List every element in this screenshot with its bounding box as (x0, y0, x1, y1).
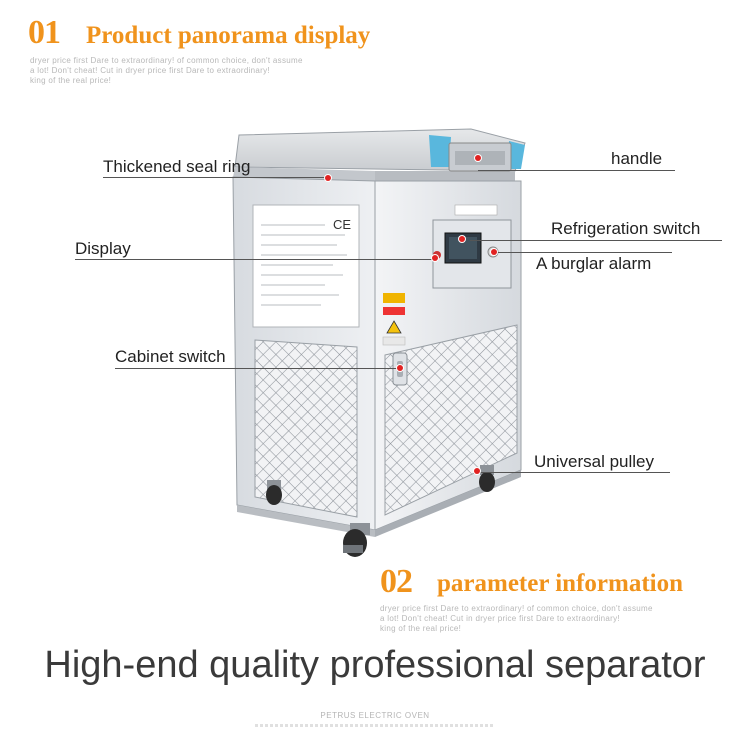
footer-divider (255, 724, 495, 727)
section-title: parameter information (437, 570, 684, 597)
callout-refrigeration-switch: Refrigeration switch (551, 219, 701, 238)
callout-dot (474, 468, 480, 474)
section-number: 01 (28, 14, 61, 51)
blurb-line: dryer price first Dare to extraordinary!… (30, 56, 303, 65)
section-title: Product panorama display (86, 22, 371, 49)
blurb-line: king of the real price! (380, 624, 462, 633)
callout-line (478, 170, 675, 171)
section-number: 02 (380, 563, 413, 600)
callout-universal-pulley: Universal pulley (534, 452, 654, 471)
caster-wheel-icon (266, 480, 282, 505)
callout-line (497, 252, 672, 253)
callout-handle: handle (611, 149, 663, 168)
callout-dot (491, 249, 497, 255)
warning-label-icon (383, 293, 405, 303)
callout-seal-ring: Thickened seal ring (103, 157, 251, 176)
blurb-line: king of the real price! (30, 76, 112, 85)
callout-line (470, 240, 722, 241)
section-blurb: dryer price first Dare to extraordinary!… (30, 56, 303, 86)
section-blurb: dryer price first Dare to extraordinary!… (380, 604, 653, 634)
callout-line (103, 177, 331, 178)
callout-dot (459, 236, 465, 242)
blurb-line: a lot! Don't cheat! Cut in dryer price f… (30, 66, 270, 75)
blurb-line: dryer price first Dare to extraordinary!… (380, 604, 653, 613)
callout-dot (397, 365, 403, 371)
callout-line (480, 472, 670, 473)
freezer-machine-image: CE (232, 128, 526, 557)
blurb-line: a lot! Don't cheat! Cut in dryer price f… (380, 614, 620, 623)
headline: High-end quality professional separator (44, 644, 706, 686)
callout-dot (325, 175, 331, 181)
callout-display: Display (75, 239, 131, 258)
callout-line (115, 368, 400, 369)
footer-brand: PETRUS ELECTRIC OVEN (320, 711, 430, 720)
callout-line (75, 259, 433, 260)
callout-dot (432, 255, 438, 261)
callout-dot (475, 155, 481, 161)
callout-cabinet-switch: Cabinet switch (115, 347, 226, 366)
callout-burglar-alarm: A burglar alarm (536, 254, 652, 273)
ce-mark-icon: CE (333, 217, 351, 232)
